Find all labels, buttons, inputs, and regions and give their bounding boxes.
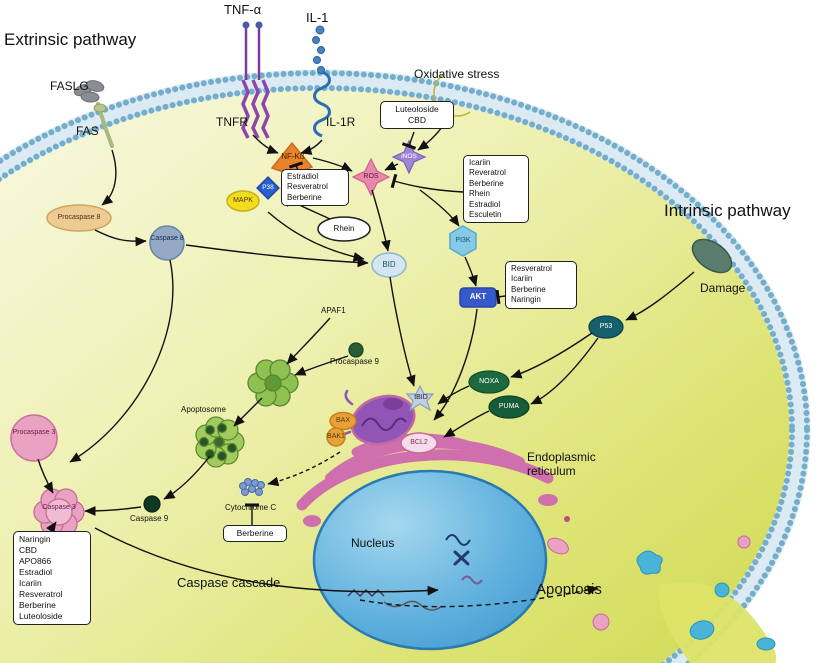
bax-label: BAX (335, 417, 350, 424)
bak1-label: BAK1 (327, 433, 345, 440)
apaf1-label: APAF1 (321, 306, 346, 315)
p38-label: P38 (262, 184, 274, 191)
procaspase9-ball (348, 342, 364, 358)
bid-label: BID (382, 260, 396, 269)
puma-shape (488, 395, 530, 419)
p53-shape (588, 315, 624, 339)
ros-label: ROS (363, 173, 379, 180)
il1-label: IL-1 (306, 10, 329, 25)
bid-shape (371, 252, 407, 278)
caspase8-label: Caspase 8 (150, 235, 184, 242)
tnfr-label: TNFR (216, 115, 248, 129)
akt-label: AKT (469, 292, 487, 301)
caspase3-label: Caspase 3 (42, 504, 76, 511)
pathway-arrows (37, 117, 695, 608)
apoptosis-debris (547, 516, 777, 663)
tnfr-receptor (241, 79, 270, 139)
rhein-oval (317, 216, 371, 242)
faslg-shape (73, 80, 105, 103)
tbid-star (405, 384, 435, 412)
fas-label: FAS (76, 124, 99, 138)
damage-label: Damage (700, 281, 746, 295)
pi3k-label: PI3K (455, 237, 471, 244)
noxa-label: NOXA (479, 378, 499, 385)
luteoloside-cbd-box: Luteoloside CBD (380, 101, 454, 130)
extrinsic-pathway-title: Extrinsic pathway (4, 30, 137, 49)
tnf-alpha-label: TNF-α (224, 2, 262, 17)
apaf1-flower (247, 359, 299, 407)
faslg-label: FASLG (50, 79, 89, 93)
bak1-shape (326, 427, 346, 447)
chromosome-squiggle (445, 534, 471, 546)
procaspase3-shape (10, 414, 58, 462)
dna-squiggle (383, 600, 443, 611)
damage-blob (691, 238, 733, 274)
chromosome-fragment (461, 575, 483, 585)
bax-shape (329, 411, 357, 431)
nfkb-label: NF-Kß (281, 152, 305, 161)
caspase-cascade-label: Caspase cascade (177, 575, 281, 590)
bcl2-shape (400, 432, 438, 454)
caspase8-shape (149, 225, 185, 261)
procaspase8-label: Procaspase 8 (57, 214, 101, 221)
nucleus-shape (312, 469, 548, 651)
resveratrol-group-box: Resveratrol Icariin Berberine Naringin (505, 261, 577, 309)
mapk-label: MAPK (233, 197, 253, 204)
il1r-receptor (313, 70, 331, 138)
oxidative-stress-label: Oxidative stress (414, 67, 500, 81)
intrinsic-pathway-title: Intrinsic pathway (664, 201, 791, 220)
icariin-group-box: Icariin Reveratrol Berberine Rhein Estra… (463, 155, 529, 224)
mapk-shape (226, 190, 260, 212)
fas-receptor (93, 102, 114, 148)
cytochrome-c-cluster (239, 478, 265, 496)
noxa-shape (468, 370, 510, 394)
rhein-label: Rhein (333, 224, 355, 233)
nucleus-label: Nucleus (351, 536, 395, 550)
tnf-ligand (242, 21, 263, 80)
apoptosome-flower (195, 416, 245, 468)
berberine-box: Berberine (223, 525, 287, 543)
naringin-group-box: Naringin CBD APO866 Estradiol Icariin Re… (13, 531, 91, 626)
cell-body (0, 80, 800, 663)
mitochondrion-shape (340, 389, 416, 446)
caspase9-ball (143, 495, 161, 513)
puma-label: PUMA (498, 403, 520, 410)
oxidative-stress-crescent (433, 73, 471, 117)
apoptosome-label: Apoptosome (181, 405, 226, 414)
chromosome-x (453, 550, 470, 566)
estradiol-group-box: Estradiol Resveratrol Berberine (281, 169, 349, 207)
inos-star (391, 139, 427, 175)
p53-label: P53 (599, 323, 613, 330)
pi3k-hexagon (449, 225, 477, 257)
caspase3-flower (33, 488, 85, 536)
procaspase8-shape (46, 204, 112, 232)
er-label: Endoplasmic reticulum (527, 450, 596, 478)
inos-label: iNOS (401, 153, 417, 160)
procaspase3-label: Procaspase 3 (12, 429, 56, 436)
cytochrome-c-label: Cytochrome C (225, 503, 277, 512)
il1r-label: IL-1R (326, 115, 356, 129)
p38-diamond (256, 176, 280, 200)
procaspase9-label: Procaspase 9 (330, 357, 379, 366)
caspase9-label: Caspase 9 (130, 514, 169, 523)
ros-star (351, 157, 391, 197)
dna-zigzag (347, 588, 385, 598)
bcl2-label: BCL2 (410, 439, 428, 446)
apoptosis-label: Apoptosis (536, 581, 602, 598)
tbid-label: tBID (414, 394, 428, 401)
il1-ligand (312, 25, 325, 74)
